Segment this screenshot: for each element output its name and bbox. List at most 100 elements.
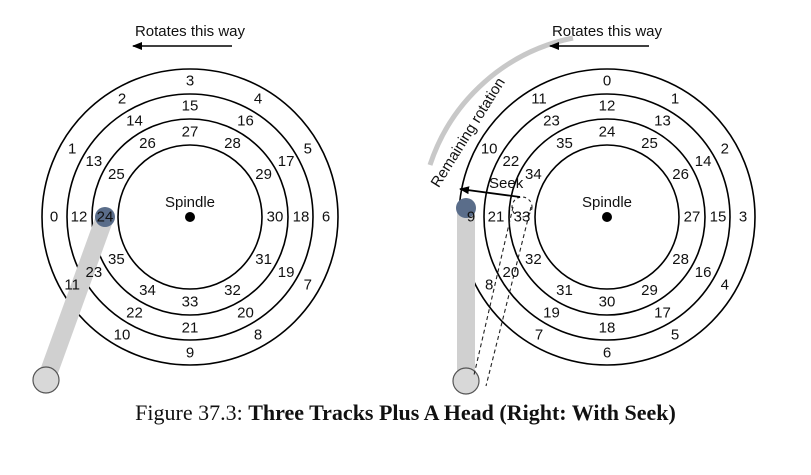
- left-sector-inner-25: 25: [108, 166, 125, 183]
- right-spindle-dot: [602, 212, 612, 222]
- left-sector-middle-12: 12: [71, 209, 88, 226]
- left-sector-outer-5: 5: [304, 141, 312, 158]
- right-sector-middle-22: 22: [503, 153, 520, 170]
- right-sector-outer-3: 3: [739, 209, 747, 226]
- right-sector-inner-28: 28: [672, 251, 689, 268]
- left-sector-inner-30: 30: [267, 209, 284, 226]
- left-sector-outer-3: 3: [186, 73, 194, 90]
- seek-target-arm-outline-right: [485, 206, 532, 387]
- right-sector-inner-27: 27: [684, 209, 701, 226]
- left-sector-inner-29: 29: [255, 166, 272, 183]
- right-head: [456, 198, 476, 218]
- left-sector-outer-4: 4: [254, 91, 262, 108]
- seek-target-head-outline: [511, 196, 533, 218]
- left-sector-outer-6: 6: [322, 209, 330, 226]
- left-sector-middle-14: 14: [126, 112, 143, 129]
- left-sector-middle-22: 22: [126, 305, 143, 322]
- left-sector-middle-23: 23: [86, 264, 103, 281]
- left-sector-outer-2: 2: [118, 91, 126, 108]
- right-sector-inner-31: 31: [556, 282, 573, 299]
- right-sector-middle-19: 19: [543, 305, 560, 322]
- right-disk-diagram: Remaining rotation Seek Spindle Rotates …: [427, 23, 756, 395]
- left-sector-middle-19: 19: [278, 264, 295, 281]
- right-sector-inner-32: 32: [525, 251, 542, 268]
- right-sector-inner-33: 33: [514, 209, 531, 226]
- right-rotation-label: Rotates this way: [552, 23, 663, 40]
- left-sector-middle-17: 17: [278, 153, 295, 170]
- remaining-rotation-label: Remaining rotation: [428, 75, 509, 191]
- left-sector-inner-24: 24: [97, 209, 114, 226]
- left-sector-inner-28: 28: [224, 135, 241, 152]
- right-sector-outer-11: 11: [531, 91, 547, 108]
- left-sector-inner-34: 34: [139, 282, 156, 299]
- right-sector-outer-9: 9: [467, 209, 475, 226]
- caption-title: Three Tracks Plus A Head (Right: With Se…: [248, 400, 676, 425]
- left-sector-outer-9: 9: [186, 345, 194, 362]
- seek-arrow: [459, 186, 521, 198]
- left-sector-outer-10: 10: [114, 326, 131, 343]
- left-sector-inner-27: 27: [182, 124, 199, 141]
- right-sector-middle-13: 13: [654, 112, 671, 129]
- right-sector-inner-30: 30: [599, 294, 616, 311]
- left-sector-middle-13: 13: [86, 153, 103, 170]
- right-sector-outer-4: 4: [721, 277, 729, 294]
- left-sector-outer-11: 11: [64, 277, 80, 294]
- right-sector-outer-0: 0: [603, 73, 611, 90]
- left-spindle-dot: [185, 212, 195, 222]
- left-sector-inner-31: 31: [255, 251, 272, 268]
- left-sector-middle-16: 16: [237, 112, 254, 129]
- left-sector-outer-7: 7: [304, 277, 312, 294]
- left-rotation-label: Rotates this way: [135, 23, 246, 40]
- right-middle-track-ring: [483, 93, 731, 341]
- left-sector-outer-8: 8: [254, 326, 262, 343]
- left-sector-inner-26: 26: [139, 135, 156, 152]
- left-spindle-label: Spindle: [165, 194, 215, 211]
- left-arm-pivot: [32, 366, 60, 394]
- left-sector-inner-35: 35: [108, 251, 125, 268]
- left-disk-diagram: Spindle Rotates this way 012345678910111…: [32, 23, 339, 394]
- right-arm-pivot: [452, 367, 480, 395]
- left-innermost-ring: [117, 144, 263, 290]
- right-sector-middle-23: 23: [543, 112, 560, 129]
- right-sector-inner-34: 34: [525, 166, 542, 183]
- right-sector-middle-18: 18: [599, 320, 616, 337]
- left-sector-outer-0: 0: [50, 209, 58, 226]
- right-sector-middle-12: 12: [599, 98, 616, 115]
- seek-target-arm-outline-left: [473, 206, 514, 376]
- left-sector-middle-21: 21: [182, 320, 199, 337]
- right-innermost-ring: [534, 144, 680, 290]
- right-sector-middle-21: 21: [488, 209, 505, 226]
- remaining-rotation-arc: [427, 35, 574, 166]
- right-sector-middle-17: 17: [654, 305, 671, 322]
- right-sector-outer-2: 2: [721, 141, 729, 158]
- left-sector-middle-18: 18: [293, 209, 310, 226]
- left-middle-track-ring: [66, 93, 314, 341]
- right-spindle-label: Spindle: [582, 194, 632, 211]
- right-sector-outer-7: 7: [535, 326, 543, 343]
- right-sector-middle-20: 20: [503, 264, 520, 281]
- left-sector-inner-32: 32: [224, 282, 241, 299]
- caption-prefix: Figure 37.3:: [135, 400, 249, 425]
- left-sector-labels: 0123456789101112131415161718192021222324…: [50, 73, 330, 362]
- right-inner-track-ring: [508, 118, 706, 316]
- right-sector-inner-35: 35: [556, 135, 573, 152]
- right-sector-middle-14: 14: [695, 153, 712, 170]
- right-sector-outer-1: 1: [671, 91, 679, 108]
- left-sector-inner-33: 33: [182, 294, 199, 311]
- figure-caption: Figure 37.3: Three Tracks Plus A Head (R…: [0, 400, 811, 426]
- right-sector-inner-29: 29: [641, 282, 658, 299]
- right-sector-middle-15: 15: [710, 209, 727, 226]
- right-sector-inner-25: 25: [641, 135, 658, 152]
- left-sector-outer-1: 1: [68, 141, 76, 158]
- right-sector-outer-6: 6: [603, 345, 611, 362]
- left-outer-track-ring: [41, 68, 339, 366]
- left-sector-middle-20: 20: [237, 305, 254, 322]
- right-sector-outer-10: 10: [481, 141, 498, 158]
- right-sector-outer-8: 8: [485, 277, 493, 294]
- left-inner-track-ring: [91, 118, 289, 316]
- seek-label: Seek: [489, 175, 524, 192]
- right-sector-outer-5: 5: [671, 326, 679, 343]
- left-head: [95, 207, 115, 227]
